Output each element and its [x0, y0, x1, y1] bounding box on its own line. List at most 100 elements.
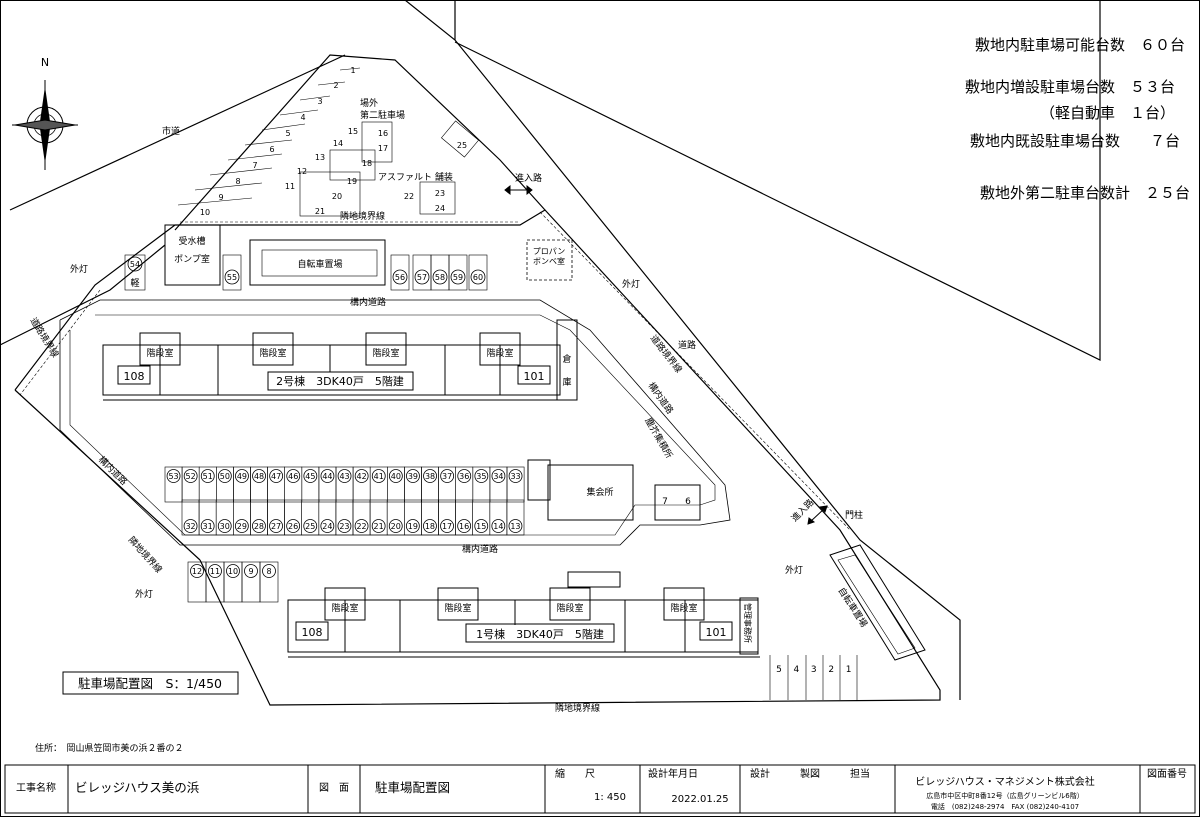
- building-2: [102, 319, 578, 401]
- stall-number-circle: [457, 469, 472, 483]
- space-16: 16: [378, 129, 388, 138]
- boundary-left-label: 隣地境界線: [126, 534, 165, 575]
- pump-room: [164, 224, 221, 286]
- space-55: 55: [227, 273, 237, 282]
- space-32: 32: [185, 522, 195, 531]
- space-9: 9: [248, 567, 253, 576]
- space-7: 7: [662, 497, 668, 507]
- stall-number-circle: [440, 469, 455, 483]
- gate-label: 門柱: [845, 509, 863, 521]
- summary-kei: （軽自動車 １台）: [1040, 104, 1175, 122]
- title-block: [4, 764, 1196, 814]
- internal-road-left-label: 構内道路: [96, 454, 130, 488]
- bldg2-room-right: 101: [524, 370, 545, 383]
- project-name: ビレッジハウス美の浜: [75, 780, 199, 795]
- space-1: 1: [846, 665, 852, 675]
- stall-number-circle: [244, 564, 258, 578]
- lamp-label-3: 外灯: [135, 588, 153, 600]
- drafting-label: 製図: [800, 767, 820, 780]
- stall-number-circle: [252, 519, 266, 533]
- summary-added: 敷地内増設駐車場台数 ５３台: [965, 78, 1175, 96]
- space-34: 34: [493, 472, 503, 481]
- stair-label: 階段室: [146, 347, 173, 359]
- storage-label-2: 庫: [562, 376, 571, 388]
- stall-number-circle: [388, 519, 403, 533]
- stair-label: 階段室: [372, 347, 399, 359]
- stall-number-circle: [252, 469, 266, 483]
- stair-label: 階段室: [486, 347, 513, 359]
- space-6: 6: [685, 497, 691, 507]
- space-15: 15: [348, 127, 358, 136]
- space-31: 31: [203, 522, 213, 531]
- summary-total: 敷地内駐車場可能台数 ６０台: [975, 36, 1185, 54]
- stall-number-circle: [269, 519, 283, 533]
- charge-label: 担当: [850, 767, 870, 780]
- stall-number-circle: [286, 519, 301, 533]
- stall-number-circle: [354, 519, 369, 533]
- space-5: 5: [776, 665, 782, 675]
- drawing-name: 駐車場配置図: [375, 780, 450, 795]
- space-49: 49: [237, 472, 247, 481]
- stall-number-circle: [508, 519, 523, 533]
- space-23: 23: [339, 522, 349, 531]
- boundary-bottom-label: 隣地境界線: [555, 702, 600, 714]
- space-12: 12: [192, 567, 202, 576]
- boundary-dashed: [19, 211, 851, 531]
- bldg1-room-right: 101: [706, 626, 727, 639]
- space-20: 20: [332, 192, 342, 201]
- stall-number-circle: [217, 519, 232, 533]
- space-11: 11: [285, 182, 295, 191]
- parking-stall: [390, 254, 410, 291]
- stall-number-circle: [235, 469, 249, 483]
- storage-label-1: 倉: [562, 353, 571, 365]
- space-21: 21: [315, 207, 325, 216]
- office-label: 管理事務所: [743, 603, 753, 643]
- north-compass-icon: [12, 80, 78, 170]
- summary-offsite: 敷地外第二駐車台数計 ２５台: [980, 184, 1190, 202]
- space-4: 4: [300, 113, 305, 122]
- road-boundary-right-label: 道路境界線: [648, 332, 685, 375]
- stall-number-circle: [388, 469, 403, 483]
- space-6: 6: [269, 145, 274, 154]
- space-10: 10: [200, 208, 210, 217]
- space-51: 51: [203, 472, 213, 481]
- space-3: 3: [811, 665, 817, 675]
- building-1: [287, 571, 760, 658]
- space-23: 23: [435, 189, 445, 198]
- space-48: 48: [254, 472, 264, 481]
- stall-number-circle: [470, 269, 486, 285]
- space-13: 13: [315, 153, 325, 162]
- stall-number-circle: [440, 519, 454, 533]
- map-title: 駐車場配置図 S：1/450: [78, 676, 222, 691]
- space-2: 2: [333, 81, 338, 90]
- stair-label: 階段室: [670, 602, 697, 614]
- bldg1-room-left: 108: [302, 626, 323, 639]
- space-36: 36: [459, 472, 469, 481]
- stall-number-circle: [414, 269, 430, 285]
- propane-label-1: プロパン: [533, 247, 565, 256]
- internal-road-top-label: 構内道路: [350, 296, 386, 308]
- bike-parking-top: [249, 239, 386, 286]
- parking-stall: [259, 561, 279, 603]
- stair-label: 階段室: [556, 602, 583, 614]
- stall-number-circle: [183, 519, 198, 533]
- space-29: 29: [237, 522, 247, 531]
- space-14: 14: [333, 139, 343, 148]
- stall-number-circle: [508, 469, 523, 483]
- entrance-arrows: [504, 184, 828, 525]
- space-54: 54: [130, 260, 140, 269]
- address: 住所： 岡山県笠岡市美の浜２番の２: [35, 742, 184, 754]
- space-14: 14: [493, 522, 503, 531]
- design-label: 設計: [750, 767, 770, 780]
- stall-number-circle: [354, 469, 369, 483]
- stall-number-circle: [208, 564, 222, 578]
- scale-label: 縮 尺: [555, 767, 595, 780]
- space-20: 20: [391, 522, 401, 531]
- asphalt-label: アスファルト 舗装: [378, 171, 453, 183]
- space-33: 33: [510, 472, 520, 481]
- road-label: 道路: [678, 339, 696, 351]
- stall-number-circle: [405, 519, 420, 533]
- space-25: 25: [457, 141, 467, 150]
